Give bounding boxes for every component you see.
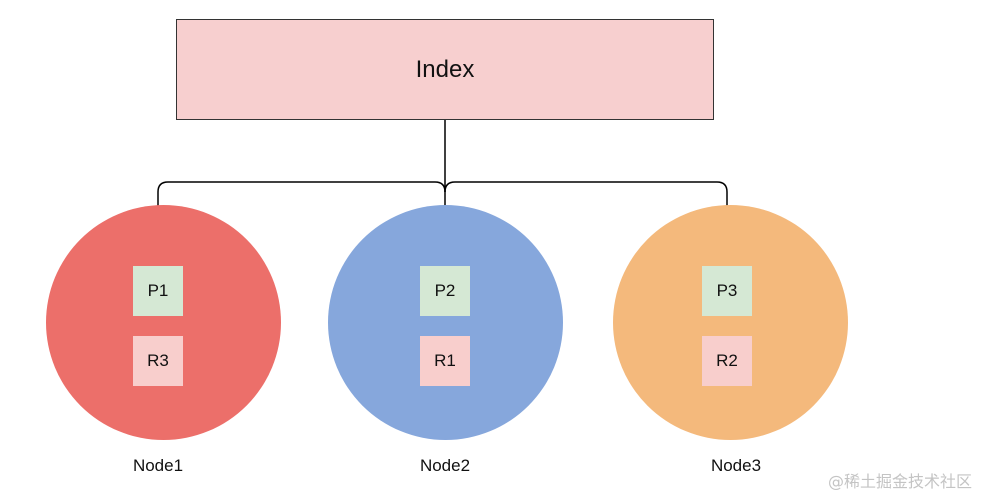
- primary-shard-label: P3: [716, 281, 738, 300]
- node-2-replica-shard: R1: [420, 336, 470, 386]
- primary-shard-label: P2: [434, 281, 456, 300]
- index-box: Index: [176, 19, 714, 120]
- branch-line-left: [153, 181, 446, 261]
- primary-shard-label: P1: [147, 281, 169, 300]
- branch-line-right: [444, 181, 732, 261]
- node-3-replica-shard: R2: [702, 336, 752, 386]
- node-1-label: Node1: [132, 456, 184, 475]
- node-3-label: Node3: [710, 456, 762, 475]
- node-3-primary-shard: P3: [702, 266, 752, 316]
- index-label: Index: [415, 55, 475, 83]
- watermark: @稀土掘金技术社区: [827, 472, 972, 491]
- replica-shard-label: R3: [147, 351, 169, 370]
- replica-shard-label: R1: [434, 351, 456, 370]
- node-1-replica-shard: R3: [133, 336, 183, 386]
- node-2-label: Node2: [419, 456, 471, 475]
- node-1-circle: [46, 205, 281, 440]
- node-2-primary-shard: P2: [420, 266, 470, 316]
- node-1-primary-shard: P1: [133, 266, 183, 316]
- node-2-circle: [328, 205, 563, 440]
- node-3-circle: [613, 205, 848, 440]
- replica-shard-label: R2: [716, 351, 738, 370]
